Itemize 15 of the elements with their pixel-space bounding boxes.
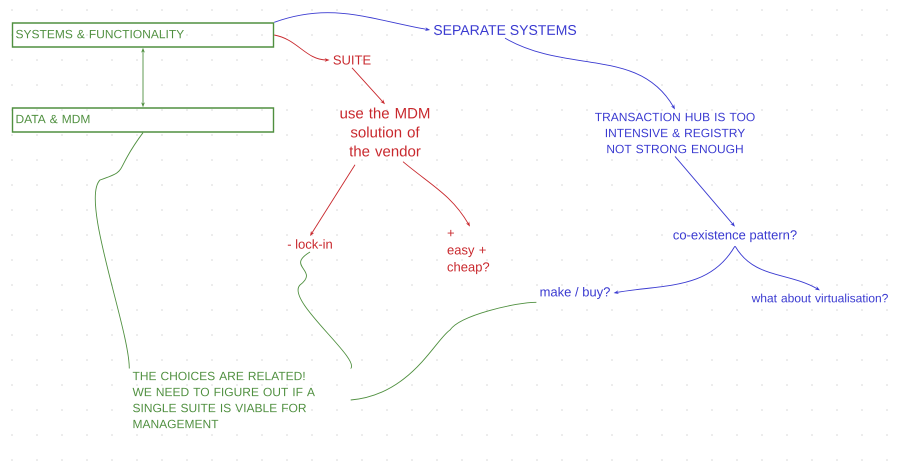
- note-text: - lock-in: [288, 239, 332, 249]
- note-text: SUITE: [333, 55, 371, 65]
- squiggle-line: [298, 252, 352, 369]
- note-text: co-existence pattern?: [673, 230, 797, 242]
- note-text: SEPARATE SYSTEMS: [434, 25, 576, 35]
- process-box: DATA & MDM: [12, 107, 274, 133]
- process-box: SYSTEMS & FUNCTIONALITY: [12, 22, 274, 48]
- note-text: TRANSACTION HUB IS TOO INTENSIVE & REGISTRY NOT STRONG ENOUGH: [595, 112, 755, 154]
- squiggle-line: [94, 132, 144, 369]
- note-text: what about virtualisation?: [752, 294, 888, 302]
- squiggle-line: [350, 302, 537, 400]
- note-text: use the MDM solution of the vendor: [340, 108, 430, 156]
- note-text: make / buy?: [540, 286, 610, 300]
- note-text: + easy + cheap?: [448, 230, 490, 274]
- note-text: THE CHOICES ARE RELATED! WE NEED TO FIGURE OUT IF A SINGLE SUITE IS VIABLE FOR MANAGEMENT: [132, 372, 315, 428]
